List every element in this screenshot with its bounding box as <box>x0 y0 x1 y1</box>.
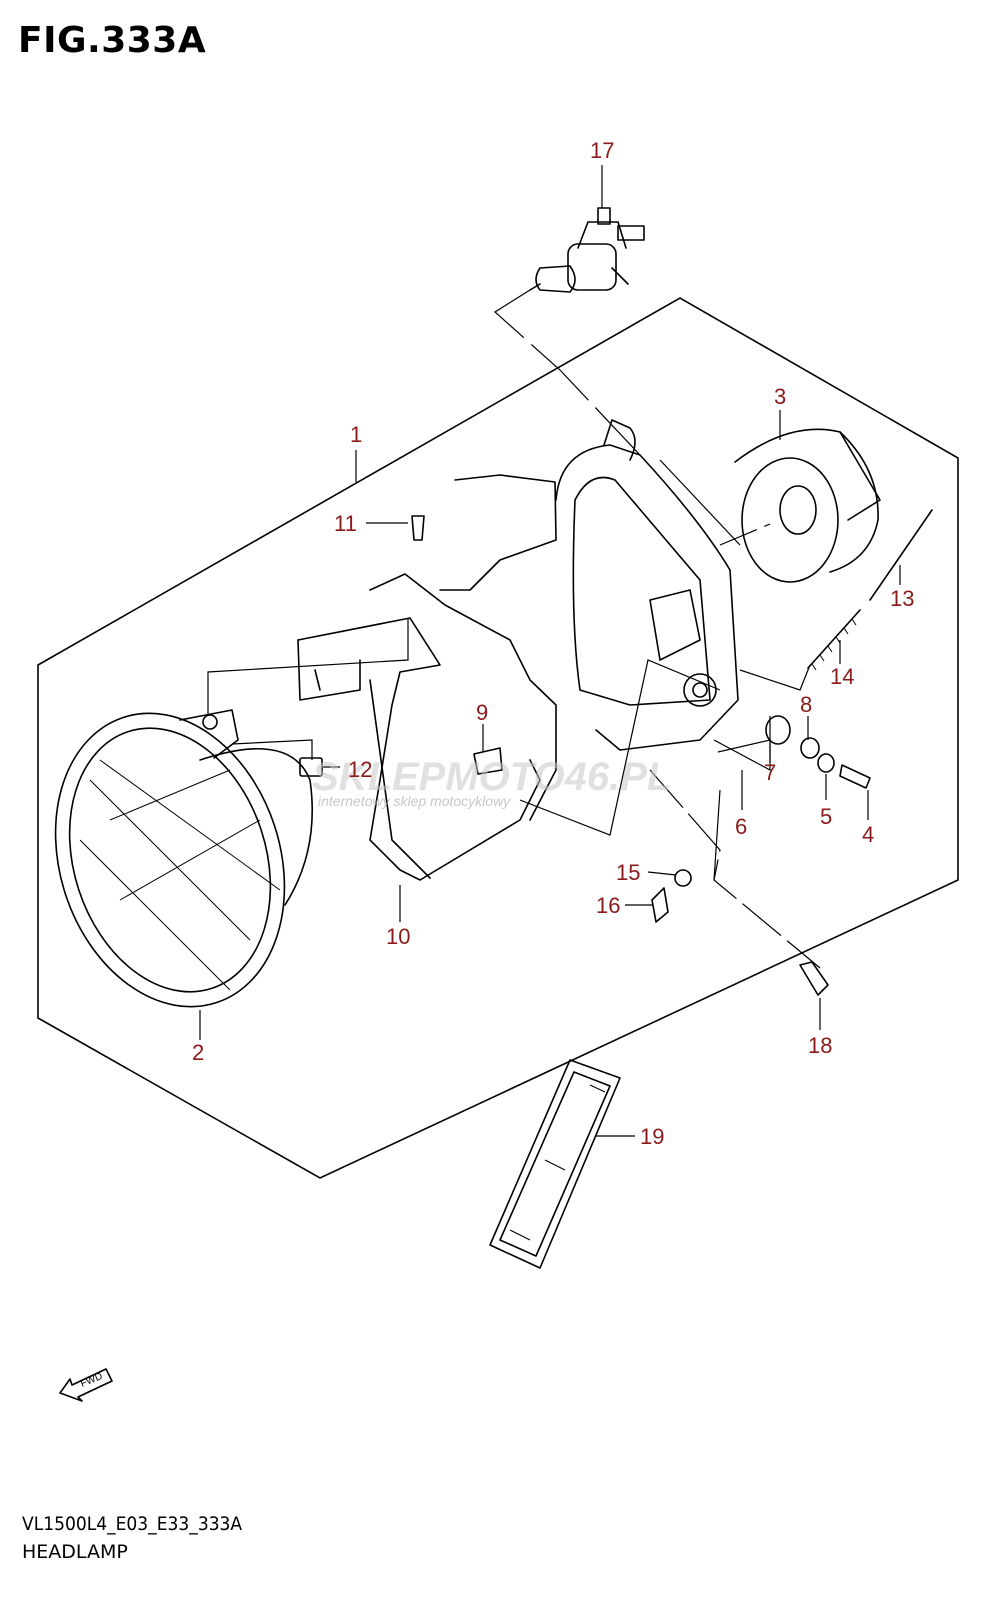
figure-title: FIG.333A <box>18 20 207 61</box>
callout-4: 4 <box>862 822 874 847</box>
callout-1: 1 <box>350 422 362 447</box>
grommet-part-7 <box>765 715 791 745</box>
fwd-arrow-icon: FWD <box>59 1368 113 1402</box>
collar-part-8 <box>800 737 820 759</box>
spring-part-14 <box>807 609 861 669</box>
bulb-part-17 <box>529 207 645 293</box>
frame-bracket <box>369 419 739 821</box>
clip-part-9 <box>473 747 503 775</box>
callout-18: 18 <box>808 1033 832 1058</box>
callout-11: 11 <box>334 511 357 536</box>
callout-6: 6 <box>735 814 747 839</box>
screw-part-11 <box>411 515 425 541</box>
figure-name: HEADLAMP <box>22 1541 128 1563</box>
callout-3: 3 <box>774 384 786 409</box>
callout-10: 10 <box>386 924 410 949</box>
nut-part-15 <box>674 869 692 887</box>
callout-17: 17 <box>590 138 614 163</box>
pin-part-16 <box>651 887 669 923</box>
watermark-tagline: internetowy sklep motocyklowy <box>318 793 511 809</box>
callout-12: 12 <box>348 757 372 782</box>
bracket-part-10 <box>297 617 541 881</box>
screw-part-13 <box>869 509 933 601</box>
callout-9: 9 <box>476 700 488 725</box>
callout-15: 15 <box>616 860 640 885</box>
callout-2: 2 <box>192 1040 204 1065</box>
callout-19: 19 <box>640 1124 664 1149</box>
washer-part-5 <box>817 753 835 773</box>
cover-part-3 <box>734 428 881 583</box>
small-parts <box>411 509 933 996</box>
reflector-part-19 <box>489 1059 621 1269</box>
callout-5: 5 <box>820 804 832 829</box>
watermark-brand: SKLEPMOTO46.PL <box>312 755 671 799</box>
assembly-outline <box>37 297 959 1179</box>
headlamp-unit-part-2 <box>54 709 323 1008</box>
figure-code: VL1500L4_E03_E33_333A <box>22 1513 243 1535</box>
leader-lines <box>199 165 901 1137</box>
callout-14: 14 <box>830 664 854 689</box>
callout-7: 7 <box>764 760 776 785</box>
callout-8: 8 <box>800 692 812 717</box>
callouts: 1 2 3 4 5 6 7 8 9 10 11 12 13 14 15 16 1… <box>192 138 914 1149</box>
callout-13: 13 <box>890 586 914 611</box>
bolt-part-18 <box>799 961 829 996</box>
bolt-part-4 <box>839 764 871 789</box>
callout-16: 16 <box>596 893 620 918</box>
watermark-logo: SKLEPMOTO46.PL internetowy sklep motocyk… <box>312 755 671 809</box>
